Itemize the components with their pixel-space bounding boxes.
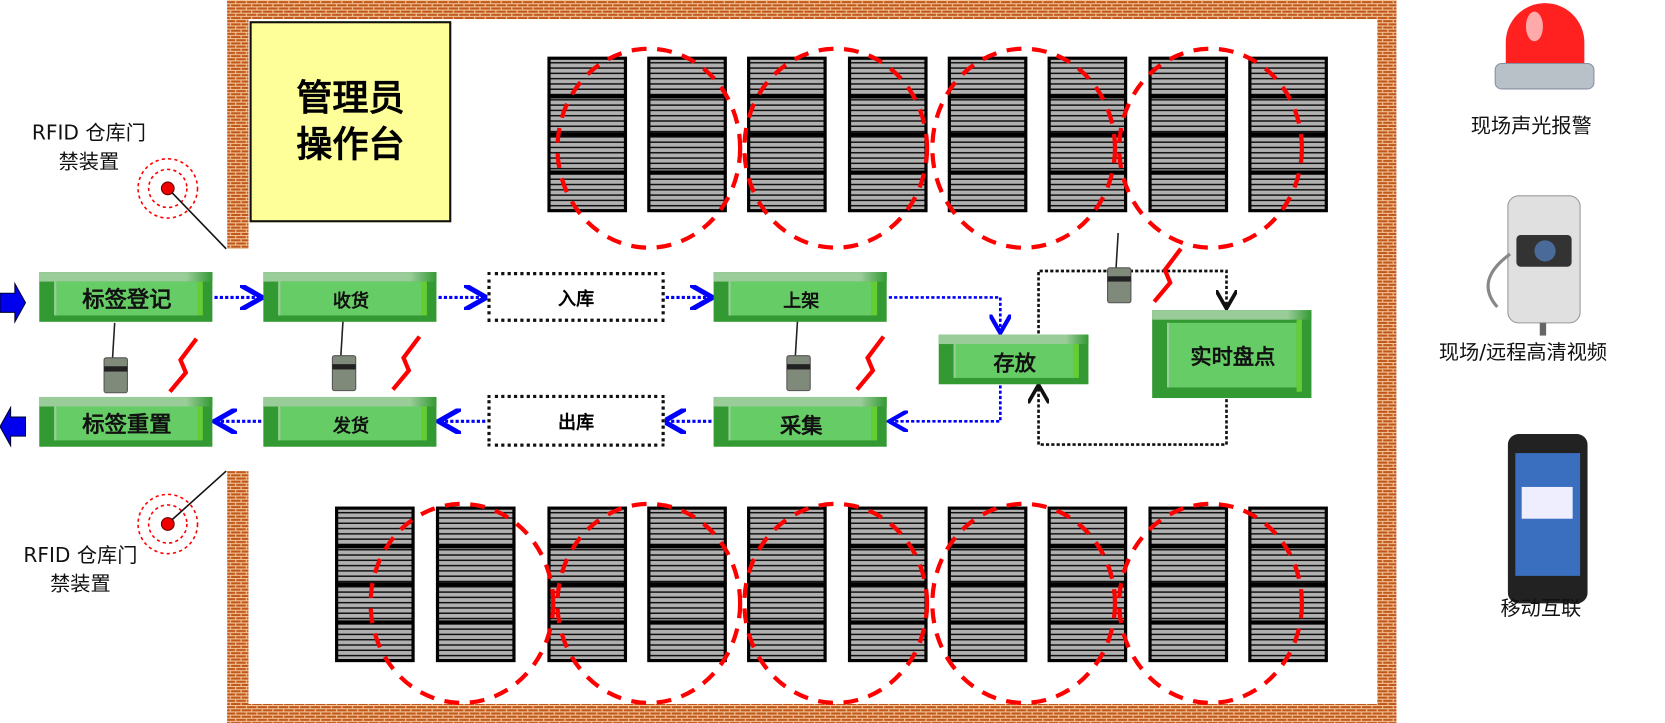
- console-label-2: 操作台: [296, 123, 405, 167]
- rfid-gate-top-label: RFID 仓库门禁装置: [31, 121, 146, 174]
- entry-arrow-icon: [0, 281, 27, 324]
- rfid-read-zone: [1117, 46, 1305, 250]
- tag-reset-box: 标签重置: [39, 396, 213, 447]
- rfid-read-zone: [1117, 501, 1305, 706]
- collect-box: 采集: [713, 396, 887, 447]
- inventory-box: 实时盘点: [1152, 310, 1312, 399]
- rfid-gate-bottom-icon: [137, 470, 227, 555]
- storage-rack: [435, 506, 516, 663]
- storage-rack: [547, 56, 628, 213]
- outbound-box: 出库: [487, 394, 665, 447]
- rack-group: [335, 56, 1328, 663]
- storage-rack: [1148, 56, 1229, 213]
- tag-register-box: 标签登记: [39, 272, 213, 322]
- rfid-reader-icon: [331, 320, 422, 392]
- storage-rack: [1047, 506, 1128, 663]
- rfid-gate-top-icon: [137, 157, 227, 250]
- rfid-reader-icon: [103, 322, 199, 394]
- storage-rack: [1248, 56, 1328, 213]
- receive-box: 收货: [263, 272, 437, 322]
- alarm-label: 现场声光报警: [1470, 114, 1592, 138]
- storage-rack: [747, 506, 827, 663]
- storage-rack: [1047, 56, 1128, 213]
- rfid-read-zone: [368, 501, 556, 706]
- storage-rack: [1148, 506, 1229, 663]
- mobile-phone-icon: [1507, 434, 1588, 604]
- rfid-read-zone: [930, 46, 1118, 250]
- flow-arrows: [215, 297, 1001, 421]
- rfid-reader-icon: [1107, 232, 1183, 304]
- brick-wall: [227, 0, 1397, 723]
- rfid-read-zone: [555, 501, 743, 706]
- rfid-read-zone: [742, 501, 930, 706]
- storage-rack: [1248, 506, 1328, 663]
- console-label-1: 管理员: [296, 77, 405, 120]
- camera-icon: [1486, 195, 1581, 336]
- rfid-reader-icon: [786, 320, 886, 392]
- storage-rack: [747, 56, 827, 213]
- inventory-loop: [1039, 269, 1227, 446]
- rfid-gate-bottom-label: RFID 仓库门禁装置: [23, 544, 138, 596]
- rfid-read-zone: [742, 46, 930, 250]
- inbound-box: 入库: [487, 272, 665, 322]
- storage-rack: [335, 506, 415, 663]
- rfid-read-zone: [555, 46, 743, 250]
- shelve-box: 上架: [713, 272, 887, 322]
- storage-rack: [647, 56, 727, 213]
- rfid-zone-group: [368, 46, 1305, 706]
- alarm-light-icon: [1494, 3, 1595, 90]
- exit-arrow-icon: [0, 405, 27, 448]
- store-box: 存放: [938, 334, 1089, 385]
- storage-rack: [947, 506, 1028, 663]
- rfid-read-zone: [930, 501, 1118, 706]
- rfid-reader-group: [103, 232, 1183, 394]
- storage-rack: [847, 506, 928, 663]
- storage-rack: [547, 506, 628, 663]
- admin-console: 管理员 操作台: [249, 21, 452, 223]
- storage-rack: [847, 56, 928, 213]
- video-label: 现场/远程高清视频: [1438, 340, 1608, 365]
- storage-rack: [947, 56, 1028, 213]
- mobile-label: 移动互联: [1500, 597, 1582, 621]
- ship-box: 发货: [263, 396, 437, 447]
